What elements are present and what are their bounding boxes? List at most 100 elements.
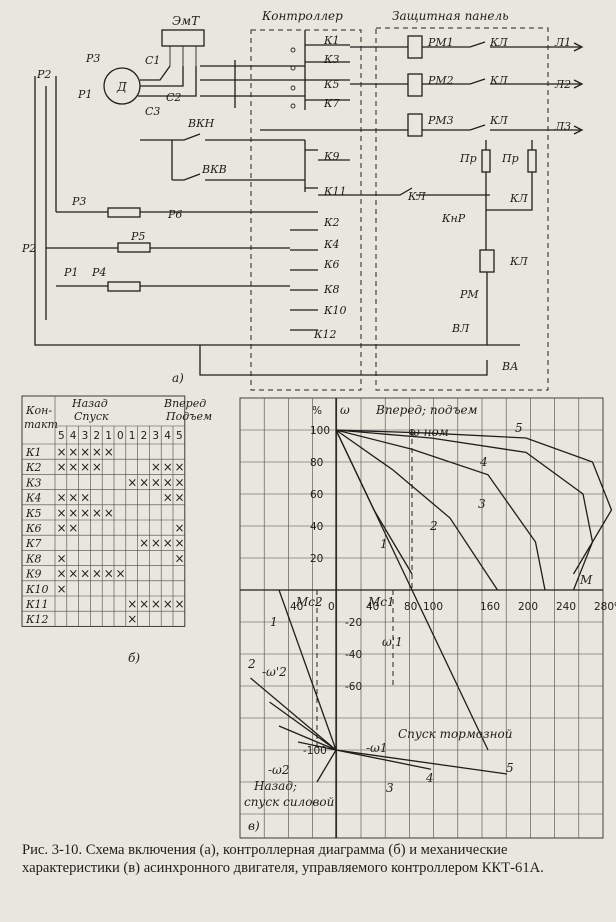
chart-sublabel: в) (248, 819, 260, 833)
annotation: спуск силовой (244, 795, 334, 809)
svg-text:К4: К4 (323, 238, 340, 251)
contact-row-label: К8 (25, 552, 42, 565)
fwd-header: Вперед (163, 397, 206, 410)
svg-text:КЛ: КЛ (489, 36, 509, 49)
characteristic-curve-2 (335, 429, 499, 591)
contact-closed-mark: × (151, 475, 161, 489)
svg-text:КнР: КнР (441, 212, 466, 225)
curve-label: 2 (429, 519, 438, 533)
position-label: 3 (152, 430, 159, 442)
contact-closed-mark: × (163, 460, 173, 474)
x-tick: 280% (594, 601, 616, 613)
x-tick: 40 (290, 601, 303, 613)
svg-text:РМ3: РМ3 (427, 114, 454, 127)
contact-closed-mark: × (68, 460, 78, 474)
braking-line (335, 429, 489, 751)
back-header: Назад (71, 397, 108, 410)
contact-closed-mark: × (175, 536, 185, 550)
contact-closed-mark: × (57, 445, 67, 459)
curve-label: 3 (478, 497, 486, 511)
panel-title: Защитная панель (392, 9, 509, 23)
contact-closed-mark: × (92, 460, 102, 474)
contact-closed-mark: × (163, 475, 173, 489)
contact-closed-mark: × (175, 551, 185, 565)
svg-text:Р5: Р5 (130, 230, 145, 243)
contact-closed-mark: × (175, 491, 185, 505)
svg-text:К5: К5 (323, 78, 340, 91)
contact-closed-mark: × (80, 567, 90, 581)
curve-label: 3 (386, 781, 394, 795)
x-tick: 200 (518, 601, 538, 613)
contact-closed-mark: × (127, 612, 137, 626)
svg-text:К7: К7 (323, 97, 340, 110)
svg-text:ВА: ВА (501, 360, 518, 373)
figure-caption: Рис. 3-10. Схема включения (а), контролл… (22, 842, 544, 876)
contact-closed-mark: × (68, 506, 78, 520)
annotation: -ω2 (268, 763, 289, 777)
x-tick: 40 (366, 601, 379, 613)
svg-text:С3: С3 (145, 105, 160, 118)
contact-closed-mark: × (57, 567, 67, 581)
position-label: 5 (176, 430, 183, 442)
y-tick: -100 (303, 745, 327, 757)
svg-text:ВЛ: ВЛ (451, 322, 470, 335)
schematic-sublabel: а) (172, 371, 184, 385)
svg-text:КЛ: КЛ (509, 255, 529, 268)
contact-closed-mark: × (57, 506, 67, 520)
position-label: 3 (82, 430, 89, 442)
braking-line (335, 749, 508, 775)
svg-text:РМ2: РМ2 (427, 74, 454, 87)
svg-text:КЛ: КЛ (489, 74, 509, 87)
reverse-line (297, 741, 337, 751)
contact-row-label: К7 (25, 537, 42, 550)
svg-text:Р1: Р1 (77, 88, 92, 101)
contact-closed-mark: × (80, 445, 90, 459)
diagram-frame (21, 395, 186, 627)
svg-text:К12: К12 (313, 328, 337, 341)
characteristic-curve-5 (335, 429, 613, 575)
annotation: Назад; (253, 779, 297, 793)
x-tick: 80 (404, 601, 417, 613)
svg-text:РМ1: РМ1 (427, 36, 454, 49)
y-tick: 40 (310, 521, 323, 533)
y-tick: 100 (310, 425, 330, 437)
contact-closed-mark: × (163, 491, 173, 505)
y-tick: 20 (310, 553, 323, 565)
contact-closed-mark: × (104, 567, 114, 581)
contact-header-2: такт (24, 418, 58, 431)
contact-closed-mark: × (175, 597, 185, 611)
contact-closed-mark: × (68, 567, 78, 581)
percent-unit: % (312, 405, 322, 417)
svg-text:К6: К6 (323, 258, 340, 271)
contact-closed-mark: × (57, 551, 67, 565)
annotation: ω ном (410, 425, 449, 439)
y-tick: -60 (345, 681, 362, 693)
contact-closed-mark: × (57, 582, 67, 596)
position-label: 1 (105, 430, 112, 442)
position-label: 2 (93, 430, 100, 442)
svg-text:Л1: Л1 (554, 36, 571, 49)
contact-row-label: К10 (25, 583, 49, 596)
svg-text:К2: К2 (323, 216, 340, 229)
contact-closed-mark: × (163, 597, 173, 611)
svg-text:К3: К3 (323, 53, 340, 66)
contact-row-label: К4 (25, 492, 42, 505)
contact-closed-mark: × (151, 597, 161, 611)
upper-contacts: К1 К3 К5 К7 (290, 34, 350, 110)
chart-frame (239, 397, 604, 839)
schematic: Контроллер Защитная панель ЭмТ Д Р3 Р2 Р… (21, 9, 584, 391)
svg-text:К10: К10 (323, 304, 347, 317)
svg-text:РМ: РМ (459, 288, 479, 301)
svg-text:К9: К9 (323, 150, 340, 163)
contact-header: Кон- (25, 404, 52, 417)
reverse-line (269, 701, 337, 751)
svg-text:Р6: Р6 (167, 208, 182, 221)
contact-closed-mark: × (127, 597, 137, 611)
contact-closed-mark: × (151, 460, 161, 474)
curve-label: 5 (515, 421, 523, 435)
annotation: ω'1 (382, 635, 403, 649)
contact-closed-mark: × (68, 521, 78, 535)
contact-row-label: К2 (25, 461, 42, 474)
position-label: 1 (129, 430, 136, 442)
